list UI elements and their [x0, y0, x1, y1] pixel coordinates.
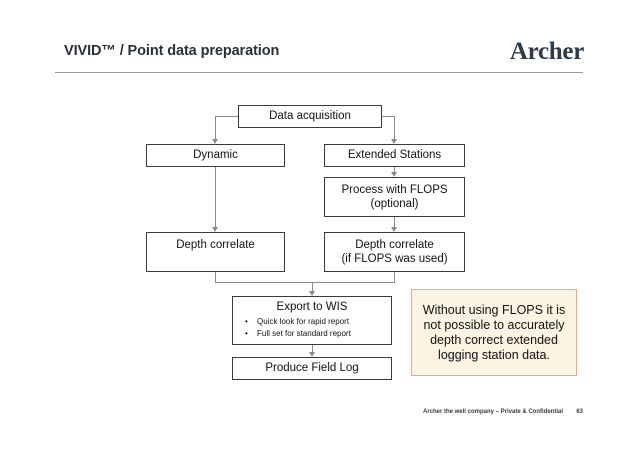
connector-depth-right-down: [394, 272, 395, 282]
node-extended-stations-label: Extended Stations: [347, 149, 442, 162]
bullet-icon: •: [245, 317, 248, 327]
arrow-to-produce-field-log: [308, 352, 315, 357]
bullet-icon: •: [245, 328, 248, 338]
arrow-to-depth-correlate-left: [211, 227, 218, 232]
header-divider: [55, 72, 583, 73]
node-data-acquisition[interactable]: Data acquisition: [238, 105, 382, 128]
connector-extended-to-flops: [394, 167, 395, 172]
archer-logo: Archer: [509, 38, 584, 65]
arrow-to-extended-stations: [391, 139, 397, 144]
node-extended-stations[interactable]: Extended Stations: [324, 144, 465, 167]
arrow-to-depth-correlate-right: [391, 227, 397, 232]
list-item: • Quick look for rapid report: [245, 316, 387, 328]
export-to-wis-bullet-list: • Quick look for rapid report • Full set…: [237, 316, 387, 339]
node-data-acquisition-label: Data acquisition: [269, 110, 351, 123]
callout-text: Without using FLOPS it is not possible t…: [422, 302, 566, 362]
connector-flops-to-depth-right: [394, 217, 395, 227]
node-dynamic-label: Dynamic: [193, 149, 238, 162]
connector-merge-horizontal: [215, 282, 395, 283]
callout-box: Without using FLOPS it is not possible t…: [411, 289, 577, 376]
node-depth-correlate-left-label: Depth correlate: [176, 239, 255, 251]
node-depth-correlate-right-line2: (if FLOPS was used): [341, 253, 448, 265]
connector-acq-left-stub: [215, 116, 216, 140]
node-depth-correlate-right-line1: Depth correlate: [355, 238, 434, 251]
node-export-to-wis[interactable]: Export to WIS • Quick look for rapid rep…: [232, 296, 392, 345]
connector-acq-right-horizontal: [381, 116, 395, 117]
arrow-to-dynamic: [211, 139, 218, 144]
connector-merge-to-export: [312, 282, 313, 291]
node-dynamic[interactable]: Dynamic: [146, 144, 285, 167]
connector-export-to-field-log: [312, 345, 313, 352]
node-process-with-flops[interactable]: Process with FLOPS (optional): [324, 177, 465, 217]
list-item-label: Full set for standard report: [257, 328, 351, 338]
connector-acq-right-stub: [394, 116, 395, 140]
footer-page-number: 63: [576, 409, 583, 415]
connector-depth-left-down: [215, 272, 216, 282]
node-export-to-wis-title: Export to WIS: [276, 301, 348, 313]
node-process-with-flops-line2: (optional): [370, 198, 419, 210]
node-process-with-flops-line1: Process with FLOPS: [341, 183, 448, 196]
node-produce-field-log[interactable]: Produce Field Log: [232, 357, 392, 380]
arrow-to-export-to-wis: [308, 291, 315, 296]
node-produce-field-log-label: Produce Field Log: [265, 362, 359, 375]
arrow-to-process-flops: [391, 172, 397, 177]
page-title: VIVID™ / Point data preparation: [64, 43, 280, 59]
node-depth-correlate-right[interactable]: Depth correlate (if FLOPS was used): [324, 232, 465, 272]
list-item: • Full set for standard report: [245, 328, 387, 340]
footer-confidentiality: Archer the well company – Private & Conf…: [422, 409, 563, 415]
connector-acq-left-horizontal: [215, 116, 239, 117]
connector-dynamic-to-depth-left: [215, 167, 216, 227]
list-item-label: Quick look for rapid report: [257, 317, 350, 327]
node-depth-correlate-left[interactable]: Depth correlate: [146, 232, 285, 272]
